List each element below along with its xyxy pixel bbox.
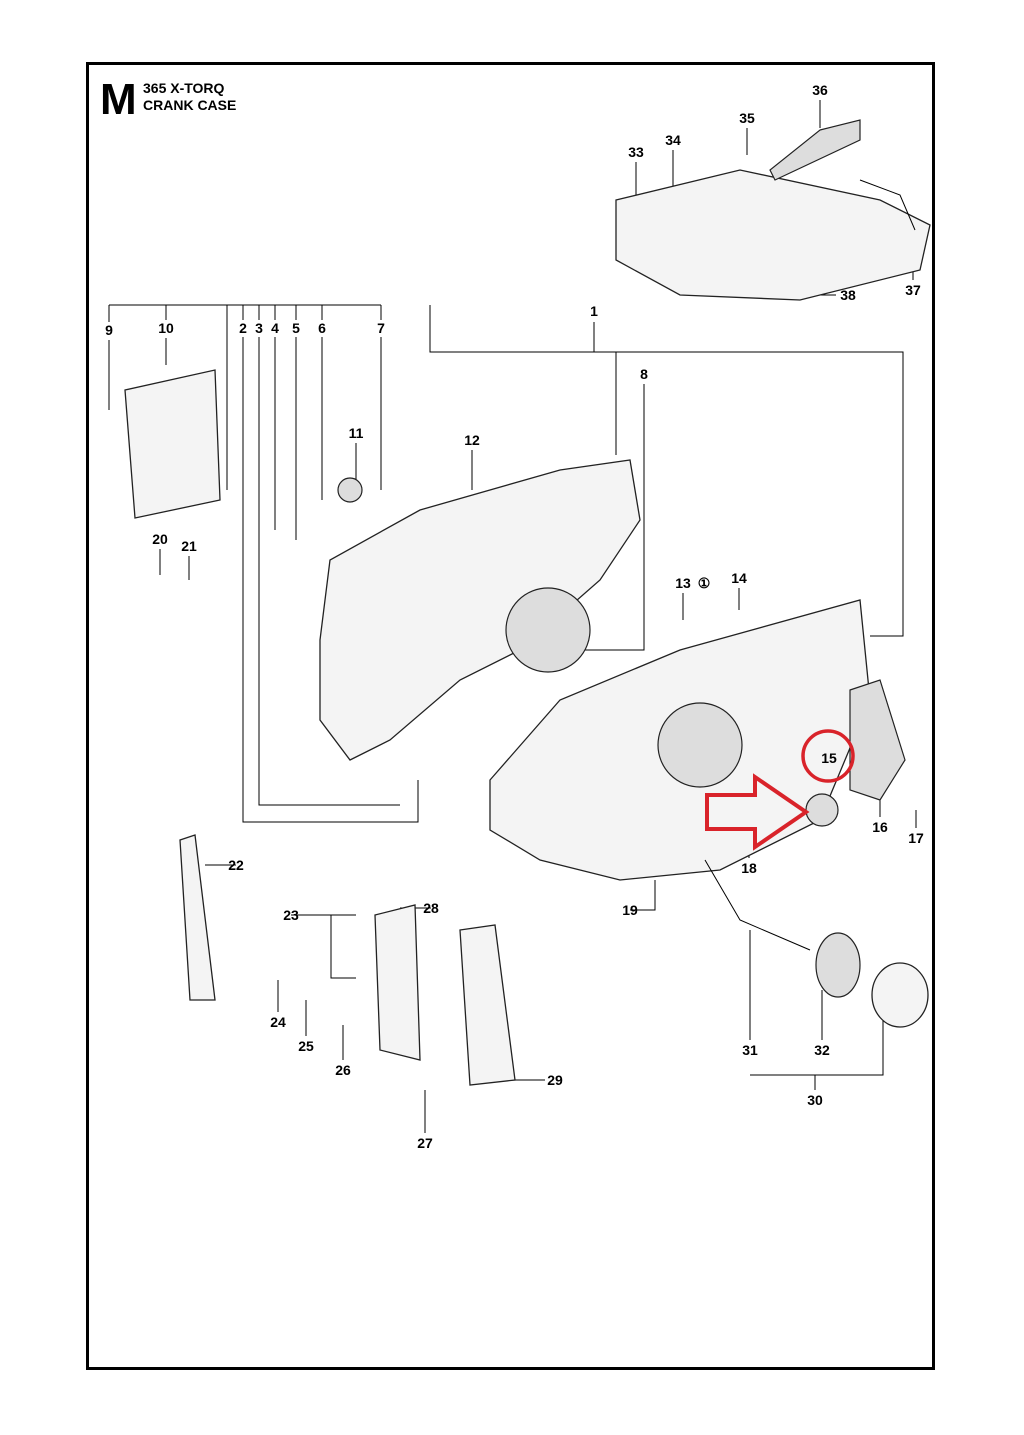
callout-11: 11 [349,425,364,441]
bumper-28-part [374,904,421,1061]
tank-cover-part [615,169,931,301]
bumper-29-part [459,924,516,1086]
cover-16-part [849,679,906,801]
callout-5: 5 [292,320,300,336]
diagram-frame [86,62,935,1370]
callout-4: 4 [271,320,279,336]
callout-21: 21 [181,538,197,554]
callout-19: 19 [622,902,638,918]
highlight-circle [801,729,855,783]
hose-31-part [704,859,811,951]
callout-7: 7 [377,320,385,336]
callout-20: 20 [152,531,168,547]
cap-30-part [871,962,929,1028]
callout-30: 30 [807,1092,823,1108]
callout-35: 35 [739,110,755,126]
callout-31: 31 [742,1042,758,1058]
highlight-annotation [705,729,855,851]
crankcase-left-part [319,459,641,761]
callout-6: 6 [318,320,326,336]
diagram-title: CRANK CASE [143,97,237,113]
callout-17: 17 [908,830,924,846]
callout-32: 32 [814,1042,830,1058]
throttle-rod-part [859,179,916,231]
callout-28: 28 [423,900,439,916]
section-letter: M [100,75,137,124]
ring-32-part [815,932,861,998]
callout-16: 16 [872,819,888,835]
bearing-11-part [337,477,363,503]
model-name: 365 X-TORQ [143,80,225,96]
callout-27: 27 [417,1135,433,1151]
cover-plate-part [124,369,221,519]
callout-22: 22 [228,857,244,873]
bearing-seat-left [505,587,591,673]
callout-1: 1 [590,303,598,319]
callout-3: 3 [255,320,263,336]
callout-10: 10 [158,320,174,336]
callout-25: 25 [298,1038,314,1054]
parts-drawing [124,119,931,1086]
callout-26: 26 [335,1062,351,1078]
seal-15-part [805,793,839,827]
callout-18: 18 [741,860,757,876]
callout-37: 37 [905,282,921,298]
callout-23: 23 [283,907,299,923]
bearing-seat-right [657,702,743,788]
callout-29: 29 [547,1072,563,1088]
callout-13: 13 [675,575,691,591]
plate-22-part [179,834,216,1001]
callout-34: 34 [665,132,681,148]
callout-8: 8 [640,366,648,382]
callout-24: 24 [270,1014,286,1030]
callout-labels: 1 2 3 4 5 6 7 8 9 10 11 12 13 ① 14 15 16… [105,82,924,1151]
callout-36: 36 [812,82,828,98]
callout-9: 9 [105,322,113,338]
callout-12: 12 [464,432,480,448]
callout-33: 33 [628,144,644,160]
callout-38: 38 [840,287,856,303]
note-symbol: ① [698,575,711,591]
highlight-arrow-icon [705,773,810,851]
callout-15: 15 [821,750,837,766]
callout-14: 14 [731,570,747,586]
handle-lever-part [769,119,861,181]
callout-2: 2 [239,320,247,336]
